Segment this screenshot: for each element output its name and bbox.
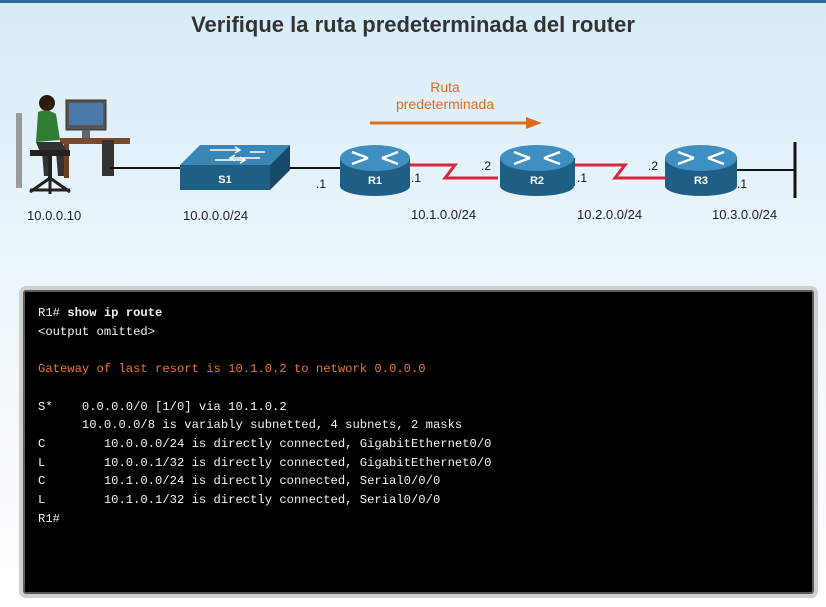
router-r2-label: R2 xyxy=(530,175,544,187)
top-rule xyxy=(0,0,826,3)
page-title: Verifique la ruta predeterminada del rou… xyxy=(191,12,635,37)
serial-link-r2-r3 xyxy=(575,163,665,180)
terminal-line-gateway: Gateway of last resort is 10.1.0.2 to ne… xyxy=(38,362,426,377)
terminal-prompt: R1# xyxy=(38,306,60,320)
default-route-arrow-icon xyxy=(370,117,542,129)
if-r1-wan: .1 xyxy=(411,171,421,185)
pc-user-icon xyxy=(16,95,130,194)
if-r3-left: .2 xyxy=(648,159,658,173)
terminal-line-omitted: <output omitted> xyxy=(38,324,156,339)
terminal-route-line: L 10.0.0.1/32 is directly connected, Gig… xyxy=(38,455,492,470)
default-route-label-line1: Ruta xyxy=(430,79,460,95)
network-label-1: 10.1.0.0/24 xyxy=(411,207,476,222)
terminal-window: R1# show ip route <output omitted> Gatew… xyxy=(23,290,814,594)
if-r3-lan: .1 xyxy=(737,177,747,191)
if-r2-left: .2 xyxy=(481,159,491,173)
router-r1-label: R1 xyxy=(368,175,382,187)
network-label-0: 10.0.0.0/24 xyxy=(183,208,248,223)
router-r3-label: R3 xyxy=(694,175,708,187)
switch-s1-icon: S1 xyxy=(180,145,290,190)
pc-ip-label: 10.0.0.10 xyxy=(27,208,81,223)
terminal-final-prompt: R1# xyxy=(38,511,60,526)
terminal-route-line: C 10.1.0.0/24 is directly connected, Ser… xyxy=(38,474,441,489)
terminal-command: show ip route xyxy=(59,306,163,320)
router-r1-icon: R1 xyxy=(340,145,410,196)
network-label-2: 10.2.0.0/24 xyxy=(577,207,642,222)
terminal-route-line: 10.0.0.0/8 is variably subnetted, 4 subn… xyxy=(38,418,463,433)
switch-s1-label: S1 xyxy=(218,174,231,186)
default-route-label-line2: predeterminada xyxy=(396,96,494,112)
serial-link-r1-r2 xyxy=(405,163,498,180)
router-r3-icon: R3 xyxy=(665,145,737,196)
if-r2-right: .1 xyxy=(577,171,587,185)
network-label-3: 10.3.0.0/24 xyxy=(712,207,777,222)
terminal-route-line: L 10.1.0.1/32 is directly connected, Ser… xyxy=(38,493,441,508)
router-r2-icon: R2 xyxy=(500,145,575,196)
terminal-route-line: S* 0.0.0.0/0 [1/0] via 10.1.0.2 xyxy=(38,399,287,414)
if-r1-lan: .1 xyxy=(316,177,326,191)
network-topology-diagram: S1 R1 R2 R3 Ruta predeterminada .1 .1 .2 xyxy=(16,79,797,223)
terminal-route-line: C 10.0.0.0/24 is directly connected, Gig… xyxy=(38,436,492,451)
terminal-output: R1# show ip route <output omitted> Gatew… xyxy=(38,304,491,528)
